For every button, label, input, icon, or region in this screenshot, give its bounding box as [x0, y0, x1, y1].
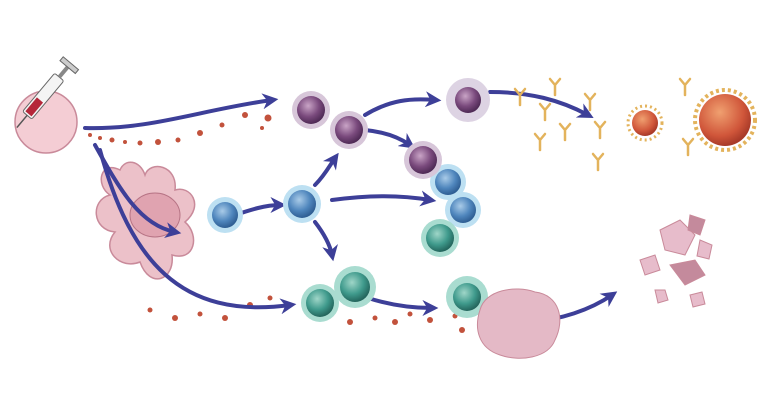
arrow-to-killer — [366, 296, 439, 316]
arrow-to-plasma — [83, 93, 279, 131]
vaccine-injection — [14, 56, 80, 154]
arrow-to-secreting — [363, 91, 442, 117]
infected-cell — [477, 288, 561, 359]
virus — [699, 94, 751, 146]
arrow-to-tcells — [98, 148, 297, 315]
arrow-to-antibodies — [488, 90, 594, 119]
antibody-secreting-cell — [455, 87, 481, 113]
arrow-to-memory-purple — [363, 128, 416, 149]
viruses — [626, 88, 757, 152]
arrow-to-plasma-cells — [313, 152, 339, 187]
naive-b-cell — [212, 202, 238, 228]
cell-debris — [639, 214, 713, 308]
plasma-cells — [292, 78, 490, 179]
activated-b-cell — [288, 190, 316, 218]
neutralized-virus — [632, 110, 658, 136]
syringe-icon — [16, 56, 80, 129]
arrow-to-teal — [313, 220, 338, 262]
arrow-to-memory — [330, 190, 437, 207]
t-cells — [301, 219, 488, 322]
killer-t-cell — [453, 283, 481, 311]
b-cells — [207, 164, 481, 233]
antibodies — [513, 77, 695, 172]
